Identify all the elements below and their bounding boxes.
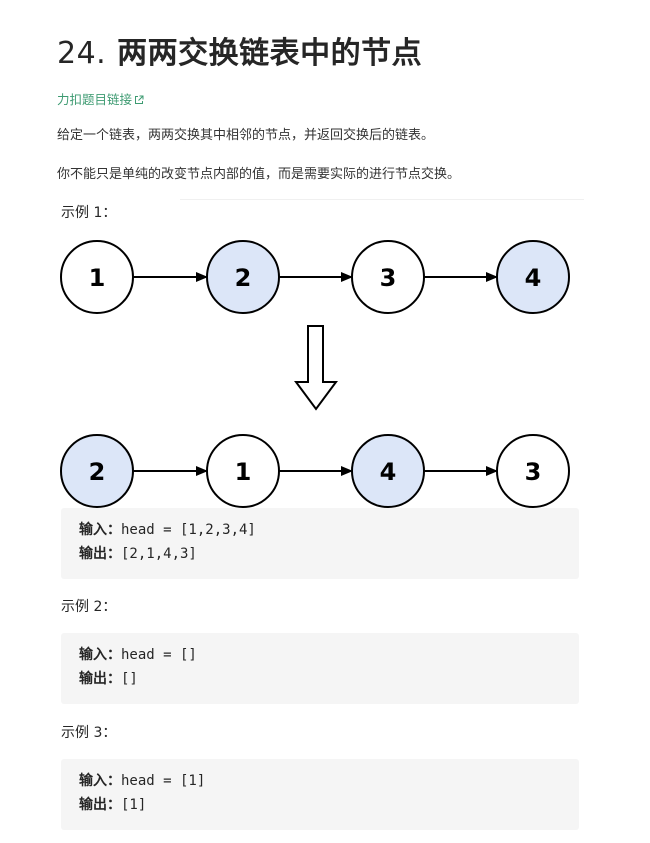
input-value: head = [] xyxy=(121,647,197,663)
output-value: [2,1,4,3] xyxy=(121,546,197,562)
example-2-input: 输入：head = [] xyxy=(79,645,197,665)
after-node-value-3: 4 xyxy=(380,458,397,486)
before-node-value-3: 3 xyxy=(380,264,397,292)
output-label: 输出： xyxy=(79,797,121,813)
input-label: 输入： xyxy=(79,647,121,663)
before-node-value-1: 1 xyxy=(89,264,106,292)
example-3-input: 输入：head = [1] xyxy=(79,771,205,791)
example-1-label: 示例 1： xyxy=(61,205,117,221)
input-value: head = [1,2,3,4] xyxy=(121,522,256,538)
linked-list-after: 2 1 4 3 xyxy=(60,434,570,508)
linked-list-before: 1 2 3 4 xyxy=(60,240,570,314)
down-arrow-icon xyxy=(294,325,338,411)
page-title: 24. 两两交换链表中的节点 xyxy=(57,34,422,74)
example-1-output: 输出：[2,1,4,3] xyxy=(79,544,197,564)
before-node-4 xyxy=(496,240,570,314)
example-3-label: 示例 3： xyxy=(61,725,117,741)
example-3-output: 输出：[1] xyxy=(79,795,146,815)
input-value: head = [1] xyxy=(121,773,206,789)
input-label: 输入： xyxy=(79,522,121,538)
external-link-icon xyxy=(135,95,144,104)
output-label: 输出： xyxy=(79,671,121,687)
link-label: 力扣题目链接 xyxy=(57,92,133,107)
example-1-input: 输入：head = [1,2,3,4] xyxy=(79,520,256,540)
problem-description: 给定一个链表，两两交换其中相邻的节点，并返回交换后的链表。 xyxy=(57,128,435,143)
before-node-value-2: 2 xyxy=(235,264,252,292)
input-label: 输入： xyxy=(79,773,121,789)
example-2-code: 输入：head = [] 输出：[] xyxy=(61,633,579,704)
swap-diagram: 1 2 3 4 2 1 4 3 xyxy=(60,240,570,508)
after-node-value-2: 1 xyxy=(235,458,252,486)
title-number: 24. xyxy=(57,36,107,71)
before-node-value-4: 4 xyxy=(525,264,542,292)
output-value: [] xyxy=(121,671,138,687)
after-node-value-1: 2 xyxy=(89,458,106,486)
problem-note: 你不能只是单纯的改变节点内部的值，而是需要实际的进行节点交换。 xyxy=(57,167,461,182)
after-node-value-4: 3 xyxy=(525,458,542,486)
divider xyxy=(180,199,584,200)
output-label: 输出： xyxy=(79,546,121,562)
example-2-output: 输出：[] xyxy=(79,669,138,689)
title-text: 两两交换链表中的节点 xyxy=(117,36,423,71)
output-value: [1] xyxy=(121,797,147,813)
after-node-4 xyxy=(496,434,570,508)
example-1-code: 输入：head = [1,2,3,4] 输出：[2,1,4,3] xyxy=(61,508,579,579)
leetcode-problem-link[interactable]: 力扣题目链接 xyxy=(57,91,144,109)
example-2-label: 示例 2： xyxy=(61,599,117,615)
example-3-code: 输入：head = [1] 输出：[1] xyxy=(61,759,579,830)
